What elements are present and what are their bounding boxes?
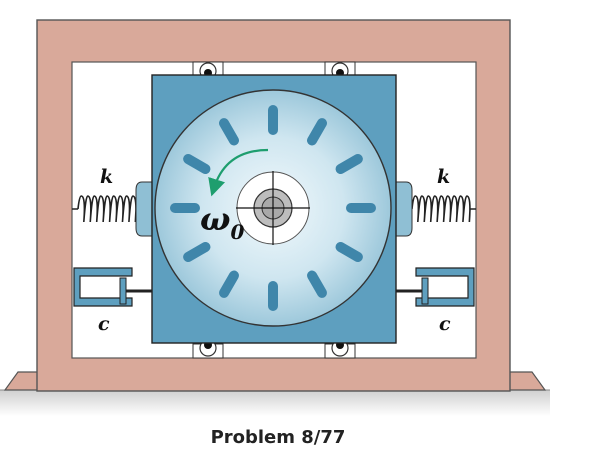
roller-bottom-right [324, 339, 356, 359]
boss-left [135, 181, 153, 237]
rotor-slots [170, 105, 376, 311]
rotation-arrow [208, 148, 269, 197]
spring-right-label: k [437, 166, 450, 188]
rotor-slot [268, 281, 278, 311]
rotor-slot [170, 203, 200, 213]
rotor-slot [346, 203, 376, 213]
rotor-slot [219, 118, 239, 146]
rotor-slot [219, 270, 239, 298]
rotor-slot [335, 242, 363, 262]
frame-foot-right [507, 371, 547, 391]
frame-foot-left [3, 371, 41, 391]
damper-left [73, 267, 152, 307]
ground [0, 390, 550, 416]
rotor-slot [183, 242, 211, 262]
rotor-speed-subscript: 0 [230, 220, 244, 244]
figure-caption: Problem 8/77 [211, 427, 346, 448]
damper-right [396, 267, 475, 307]
rotor-speed-label: ω0 [200, 200, 244, 244]
rotor-slot [307, 270, 327, 298]
rotor-slot [183, 154, 211, 174]
damper-right-label: c [439, 313, 451, 335]
damper-left-label: c [98, 313, 110, 335]
rotor-slot [335, 154, 363, 174]
rotor-slot [268, 105, 278, 135]
boss-right [395, 181, 413, 237]
rotor-slot [307, 118, 327, 146]
spring-left-label: k [100, 166, 113, 188]
